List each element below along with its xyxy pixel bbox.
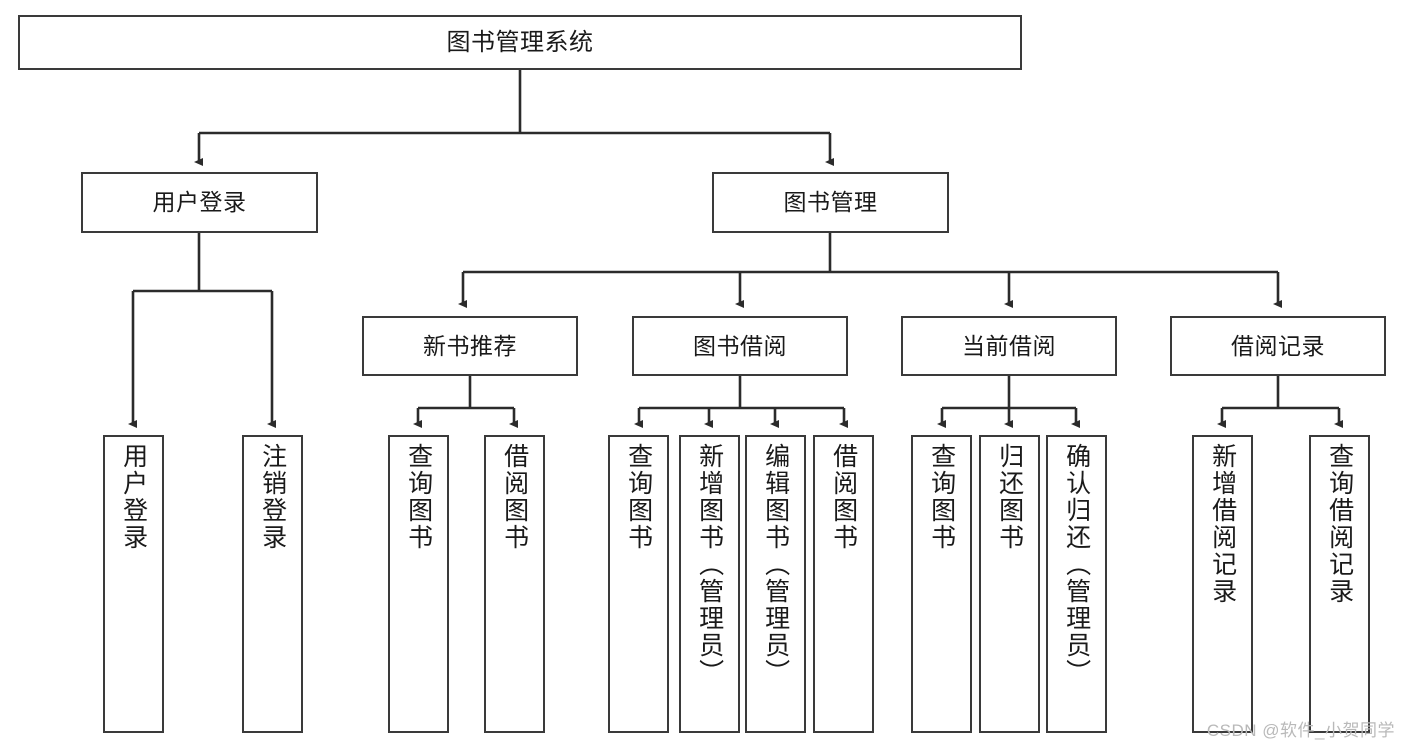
node-label: 图书管理系统 <box>446 28 594 56</box>
node-label: 新增借阅记录 <box>1208 443 1237 605</box>
leaf-query-book-recommend[interactable]: 查询图书 <box>388 435 449 733</box>
leaf-borrow-book[interactable]: 借阅图书 <box>813 435 874 733</box>
leaf-user-logout[interactable]: 注销登录 <box>242 435 303 733</box>
node-label: 借阅记录 <box>1231 332 1325 359</box>
node-label: 确认归还（管理员） <box>1062 443 1091 686</box>
node-new-book-recommend[interactable]: 新书推荐 <box>362 316 578 376</box>
node-label: 编辑图书（管理员） <box>761 443 790 686</box>
node-book-borrow[interactable]: 图书借阅 <box>632 316 848 376</box>
node-label: 新增图书（管理员） <box>695 443 724 686</box>
leaf-query-book-current[interactable]: 查询图书 <box>911 435 972 733</box>
node-label: 借阅图书 <box>829 443 858 551</box>
leaf-query-borrow-record[interactable]: 查询借阅记录 <box>1309 435 1370 733</box>
node-label: 查询借阅记录 <box>1325 443 1354 605</box>
watermark-credit: CSDN @软件_小贺同学 <box>1206 721 1395 740</box>
leaf-return-book[interactable]: 归还图书 <box>979 435 1040 733</box>
leaf-query-book-borrow[interactable]: 查询图书 <box>608 435 669 733</box>
node-label: 查询图书 <box>624 443 653 551</box>
node-current-borrow[interactable]: 当前借阅 <box>901 316 1117 376</box>
node-label: 当前借阅 <box>962 332 1056 359</box>
node-label: 图书借阅 <box>693 332 787 359</box>
node-book-management[interactable]: 图书管理 <box>712 172 949 233</box>
leaf-confirm-return-admin[interactable]: 确认归还（管理员） <box>1046 435 1107 733</box>
node-root-system[interactable]: 图书管理系统 <box>18 15 1022 70</box>
node-label: 查询图书 <box>927 443 956 551</box>
node-label: 归还图书 <box>995 443 1024 551</box>
node-borrow-record[interactable]: 借阅记录 <box>1170 316 1386 376</box>
node-user-login[interactable]: 用户登录 <box>81 172 318 233</box>
node-label: 用户登录 <box>119 443 148 551</box>
leaf-borrow-book-recommend[interactable]: 借阅图书 <box>484 435 545 733</box>
leaf-user-login[interactable]: 用户登录 <box>103 435 164 733</box>
node-label: 借阅图书 <box>500 443 529 551</box>
node-label: 图书管理 <box>783 189 878 216</box>
node-label: 用户登录 <box>152 189 247 216</box>
leaf-add-borrow-record[interactable]: 新增借阅记录 <box>1192 435 1253 733</box>
node-label: 注销登录 <box>258 443 287 551</box>
node-label: 新书推荐 <box>423 332 517 359</box>
leaf-edit-book-admin[interactable]: 编辑图书（管理员） <box>745 435 806 733</box>
leaf-add-book-admin[interactable]: 新增图书（管理员） <box>679 435 740 733</box>
node-label: 查询图书 <box>404 443 433 551</box>
